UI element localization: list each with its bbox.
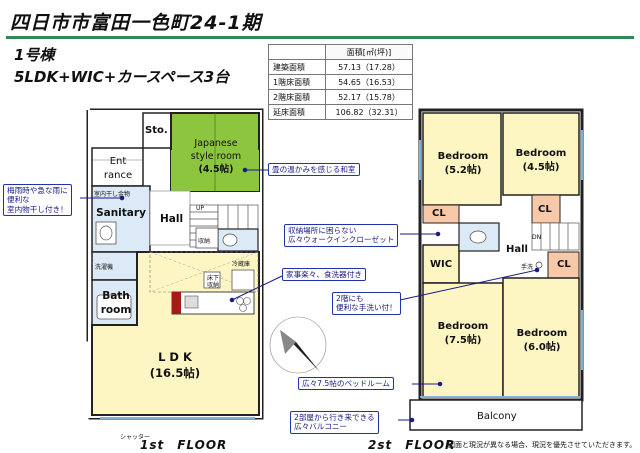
- under-stair-storage: [195, 227, 219, 249]
- title-bar: 四日市市富田一色町24-1期: [6, 6, 634, 39]
- area-value: 106.82（32.31）: [325, 104, 413, 120]
- entrance: [91, 147, 144, 187]
- ldk-label: L D K (16.5帖): [130, 350, 220, 381]
- underfloor-label-2: 収納: [207, 282, 220, 289]
- bedroom-a: [422, 112, 502, 206]
- table-row: 延床面積 106.82（32.31）: [268, 104, 413, 120]
- entrance-line2: rance: [103, 169, 133, 181]
- bedroom-c-name: Bedroom: [437, 321, 489, 332]
- bedroom-b-size: (4.5帖): [522, 161, 560, 173]
- japanese-room-size: (4.5帖): [198, 163, 234, 175]
- bedroom-a-label: Bedroom (5.2帖): [428, 150, 498, 177]
- area-table-header-cell: 面積[㎡(坪)]: [325, 44, 413, 60]
- bedroom-d: [502, 277, 580, 398]
- shutter-label: シャッター: [120, 434, 151, 441]
- callout-drying-line1: 梅雨時や急な雨に: [7, 186, 68, 195]
- bath-line1: Bath: [102, 290, 130, 302]
- underfloor-label-1: 床下: [207, 275, 220, 282]
- bath-label: Bath room: [96, 289, 136, 317]
- wic-label: WIC: [430, 259, 453, 270]
- callout-balcony-line2: 広々バルコニー: [294, 422, 348, 432]
- closet-a: [422, 204, 460, 224]
- closet-d-label: CL: [557, 259, 571, 270]
- bedroom-c-size: (7.5帖): [444, 334, 482, 346]
- bathtub: [96, 294, 132, 320]
- bedroom-a-size: (5.2帖): [444, 164, 482, 176]
- callout-drying-line3: 室内物干し付き！: [7, 204, 68, 214]
- up-label: UP: [196, 205, 205, 212]
- bedroom-d-size: (6.0帖): [523, 341, 561, 353]
- hand-wash-basin: [535, 261, 543, 269]
- entrance-label: Ent rance: [96, 155, 140, 182]
- footer-note: 図面と現況が異なる場合、現況を優先させていただきます。: [448, 441, 637, 449]
- storage-label: Sto.: [145, 125, 168, 136]
- wash-label: 手洗: [521, 264, 534, 271]
- callout-indoor-drying: 梅雨時や急な雨に 便利な 室内物干し付き！: [3, 184, 72, 217]
- entrance-line1: Ent: [109, 156, 127, 167]
- bedroom-c: [422, 282, 504, 398]
- callout-japanese-room: 畳の温かみを感じる和室: [268, 163, 360, 177]
- layout-type: 5LDK+WIC+カースペース3台: [14, 68, 230, 86]
- japanese-room-line1: Japanese: [194, 138, 238, 149]
- fridge-label: 冷蔵庫: [232, 261, 251, 268]
- bedroom-b-name: Bedroom: [515, 148, 567, 159]
- compass-icon: [269, 316, 327, 374]
- callout-wash-line2: 便利な手洗い付！: [336, 303, 397, 313]
- laundry-label: 洗濯機: [95, 264, 114, 271]
- closet-a-label: CL: [432, 208, 446, 219]
- bedroom-d-label: Bedroom (6.0帖): [506, 327, 578, 354]
- hall-label-1f: Hall: [160, 213, 184, 225]
- area-table-header: 面積[㎡(坪)]: [268, 44, 413, 60]
- balcony: [409, 399, 583, 431]
- floor2-label: 2st FLOOR: [368, 438, 456, 452]
- underfloor-storage: [203, 271, 221, 289]
- bedroom-b-label: Bedroom (4.5帖): [506, 147, 576, 174]
- callout-balcony: 2部屋から行き来できる 広々バルコニー: [290, 411, 379, 434]
- floor1-label: 1st FLOOR: [140, 438, 228, 452]
- storage-small-label: 収納: [198, 238, 211, 245]
- ldk-name: L D K: [158, 350, 192, 364]
- counter-edge: [172, 292, 181, 314]
- japanese-room-label: Japanese style room (4.5帖): [176, 138, 256, 176]
- hall-label-2f: Hall: [506, 244, 528, 255]
- stairs-2f: [531, 222, 580, 251]
- callout-walk-in-closet: 収納場所に困らない 広々ウォークインクローゼット: [284, 224, 399, 247]
- bedroom-c-label: Bedroom (7.5帖): [428, 320, 498, 347]
- closet-b-label: CL: [538, 204, 552, 215]
- callout-kitchen: 家事楽々、食洗器付き: [282, 268, 366, 282]
- bedroom-d-name: Bedroom: [516, 328, 568, 339]
- sanitary-label: Sanitary: [96, 207, 146, 219]
- closet-d: [547, 251, 580, 279]
- callout-hand-wash: 2階にも 便利な手洗い付！: [332, 292, 401, 315]
- japanese-room-line2: style room: [190, 150, 242, 162]
- fridge-space: [231, 269, 255, 291]
- hall-1f: [149, 190, 191, 246]
- bath-line2: room: [100, 304, 132, 317]
- table-row: 1階床面積 54.65（16.53）: [268, 74, 413, 90]
- callout-bedroom: 広々7.5帖のベッドルーム: [298, 377, 394, 391]
- building-number: 1号棟: [14, 46, 55, 64]
- area-table: 面積[㎡(坪)] 建築面積 57.13（17.28） 1階床面積 54.65（1…: [268, 44, 413, 120]
- page-title: 四日市市富田一色町24-1期: [10, 12, 262, 34]
- stairs-1f: [189, 204, 259, 248]
- ldk-size: (16.5帖): [149, 365, 201, 380]
- callout-drying-line2: 便利な: [7, 195, 30, 205]
- callout-closet-line2: 広々ウォークインクローゼット: [288, 235, 395, 245]
- bedroom-a-name: Bedroom: [437, 151, 489, 162]
- callout-wash-line1: 2階にも: [336, 294, 364, 303]
- callout-balcony-line1: 2部屋から行き来できる: [294, 413, 375, 422]
- callout-closet-line1: 収納場所に困らない: [288, 226, 357, 235]
- table-row: 2階床面積 52.17（15.78）: [268, 89, 413, 105]
- dn-label: DN: [532, 234, 542, 241]
- balcony-label: Balcony: [477, 411, 517, 422]
- drying-label: 室内干し金物: [94, 191, 131, 198]
